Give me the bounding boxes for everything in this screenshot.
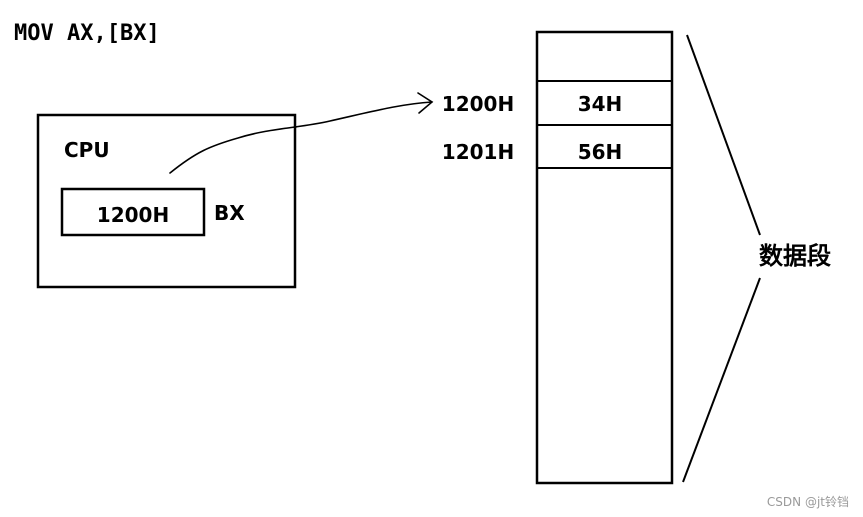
pointer-arrow: [169, 101, 433, 174]
bx-register-box: [60, 187, 206, 237]
pointer-arrowhead: [417, 92, 434, 114]
memory-address-2: 1201H: [442, 140, 514, 164]
cpu-label: CPU: [64, 138, 110, 162]
segment-brace-upper: [686, 34, 761, 236]
memory-address-1: 1200H: [442, 92, 514, 116]
watermark: CSDN @jt铃铛: [767, 494, 849, 509]
segment-brace-lower: [682, 277, 761, 483]
memory-column: [535, 30, 674, 485]
memory-value-1: 34H: [578, 92, 623, 116]
bx-register-value: 1200H: [97, 203, 169, 227]
bx-register-name: BX: [214, 201, 245, 225]
segment-label: 数据段: [759, 242, 831, 270]
memory-value-2: 56H: [578, 140, 623, 164]
instruction-text: MOV AX,[BX]: [14, 21, 160, 46]
cpu-box: [36, 113, 297, 289]
